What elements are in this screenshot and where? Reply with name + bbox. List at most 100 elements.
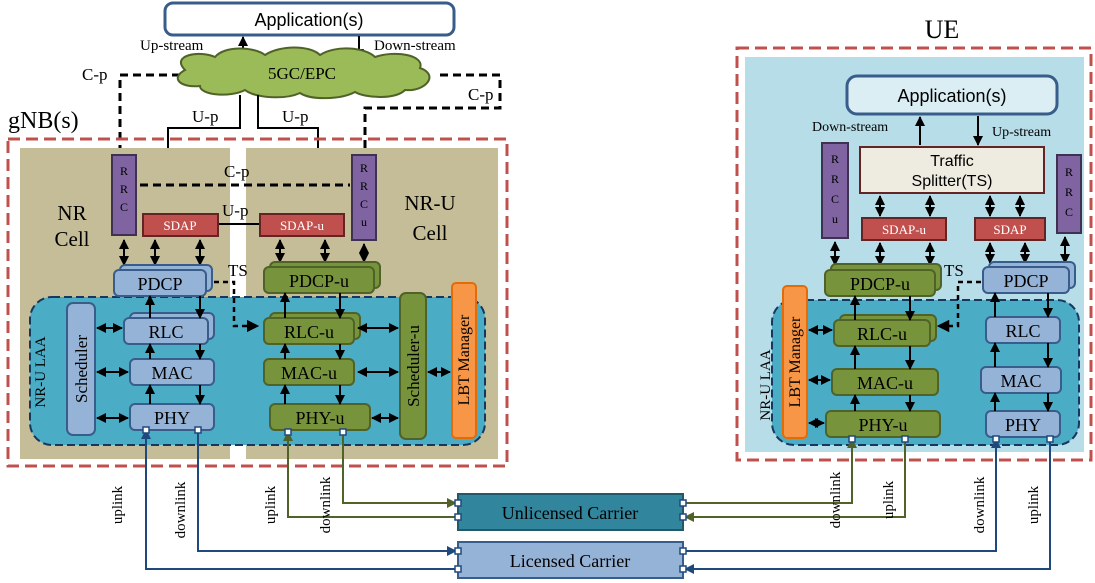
unlicensed-carrier-label: Unlicensed Carrier <box>502 503 638 523</box>
gnb-ts-label: TS <box>228 261 248 280</box>
gnb-application-box <box>163 1 456 37</box>
ue-laa-label: NR-U LAA <box>758 349 774 420</box>
ue-downstream-label: Down-stream <box>812 120 888 135</box>
gnb-scheduler-u-label: Scheduler-u <box>404 325 423 407</box>
downstream-label: Down-stream <box>374 38 456 54</box>
cp-right-label: C-p <box>468 85 494 104</box>
up-mid-label: U-p <box>222 201 248 220</box>
ue-application-box <box>845 74 1059 116</box>
gnb-scheduler-arrows <box>96 323 451 423</box>
licensed-carrier-label: Licensed Carrier <box>510 551 630 571</box>
ue-nr-uplink-label: uplink <box>1026 485 1042 524</box>
ue-application-label: Application(s) <box>897 86 1006 106</box>
gnb-sdap-u-label: SDAP-u <box>280 218 325 233</box>
ue-boundary <box>735 46 1093 462</box>
ue-mac-u-label: MAC-u <box>857 373 913 393</box>
gnb-rlc-u-box <box>263 317 355 345</box>
upstream-label: Up-stream <box>140 38 204 54</box>
gnb-lbt-label: LBT Manager <box>456 314 473 405</box>
ue-rlc-u-box <box>833 319 931 347</box>
gnb-rlc-box <box>123 317 209 345</box>
ue-pdcp-arrows <box>830 236 1070 266</box>
ue-rrc-box <box>1056 154 1082 234</box>
ue-pdcp-u-box <box>824 269 936 297</box>
gnb-phy-label: PHY <box>154 408 190 428</box>
gnb-phy-u-label: PHY-u <box>295 408 344 428</box>
unlicensed-links <box>283 431 906 522</box>
gnb-title: gNB(s) <box>8 108 79 134</box>
nr-cell-label-2: Cell <box>55 227 90 251</box>
gnb-scheduler-box <box>66 302 96 436</box>
ue-ts-label: TS <box>944 261 964 280</box>
gnb-sdap-label: SDAP <box>163 218 196 233</box>
ue-traffic-splitter-box <box>859 146 1045 194</box>
gnb-rrc-box <box>111 154 137 236</box>
ue-rrc-u-box <box>821 142 849 239</box>
ue-title: UE <box>925 15 960 44</box>
ue-rlc-box <box>985 316 1061 344</box>
gnb-sdap-box <box>142 213 219 237</box>
ue-phy-label: PHY <box>1005 415 1041 435</box>
unlicensed-carrier-box <box>457 493 684 531</box>
ue-rlc-u-label: RLC-u <box>857 324 907 344</box>
licensed-links <box>141 429 1051 574</box>
up-left-label: U-p <box>192 107 218 126</box>
ue-rlc-label: RLC <box>1005 321 1040 341</box>
cp-right-line <box>363 73 502 155</box>
ue-pdcp-box <box>982 266 1070 294</box>
gnb-pdcp-label: PDCP <box>137 274 182 294</box>
gnb-scheduler-u-box <box>399 292 427 440</box>
ue-lbt-label: LBT Manager <box>787 316 804 407</box>
gnb-nru-downlink-label: downlink <box>318 476 334 533</box>
ue-upstream-label: Up-stream <box>992 125 1051 140</box>
gnb-pdcp-box <box>113 269 207 297</box>
ue-vertical-arrows <box>808 292 1053 428</box>
link-endpoints <box>142 426 1054 573</box>
ue-sdap-label: SDAP <box>993 222 1026 237</box>
ue-ts-label-2: Splitter(TS) <box>912 173 993 190</box>
gnb-nr-uplink-label: uplink <box>110 485 126 524</box>
up-right-label: U-p <box>282 107 308 126</box>
ue-phy-u-label: PHY-u <box>858 415 907 435</box>
ue-ts-label-1: Traffic <box>930 153 974 170</box>
ue-mac-label: MAC <box>1000 371 1041 391</box>
gnb-sdap-u-box <box>259 213 345 237</box>
gnb-mac-box <box>129 358 215 386</box>
ue-sdap-u-box <box>861 217 947 241</box>
gnb-mac-u-box <box>263 358 355 386</box>
nru-cell-label-1: NR-U <box>404 191 455 215</box>
cp-left-line <box>118 73 180 155</box>
ue-ts-path <box>936 280 981 333</box>
ue-pdcp-u-label: PDCP-u <box>850 274 910 294</box>
gnb-scheduler-label: Scheduler <box>72 335 91 403</box>
ue-nru-downlink-label: downlink <box>828 471 844 528</box>
ue-phy-box <box>985 410 1061 438</box>
gnb-mac-u-label: MAC-u <box>281 363 337 383</box>
ue-mac-box <box>980 366 1062 394</box>
gnb-phy-box <box>129 403 215 431</box>
ue-sdap-u-label: SDAP-u <box>882 222 927 237</box>
gnb-nr-downlink-label: downlink <box>173 481 189 538</box>
nr-cell-label-1: NR <box>57 201 86 225</box>
gnb-phy-u-box <box>269 403 371 431</box>
gnb-rrc-u-box <box>351 154 377 241</box>
gnb-pdcp-u-box <box>263 266 375 294</box>
ue-nru-uplink-label: uplink <box>881 480 897 519</box>
ue-lbt-box <box>782 285 808 439</box>
gnb-lbt-box <box>451 282 477 439</box>
gnb-rlc-label: RLC <box>148 322 183 342</box>
gnb-nru-uplink-label: uplink <box>263 485 279 524</box>
cp-mid-label: C-p <box>224 162 250 181</box>
core-label: 5GC/EPC <box>268 64 336 83</box>
ue-ts-sdap-arrows <box>875 195 1025 217</box>
nru-cell-label-2: Cell <box>413 221 448 245</box>
cp-left-label: C-p <box>82 65 108 84</box>
ue-sdap-box <box>974 217 1046 241</box>
core-cloud <box>176 46 431 100</box>
gnb-application-label: Application(s) <box>254 10 363 30</box>
